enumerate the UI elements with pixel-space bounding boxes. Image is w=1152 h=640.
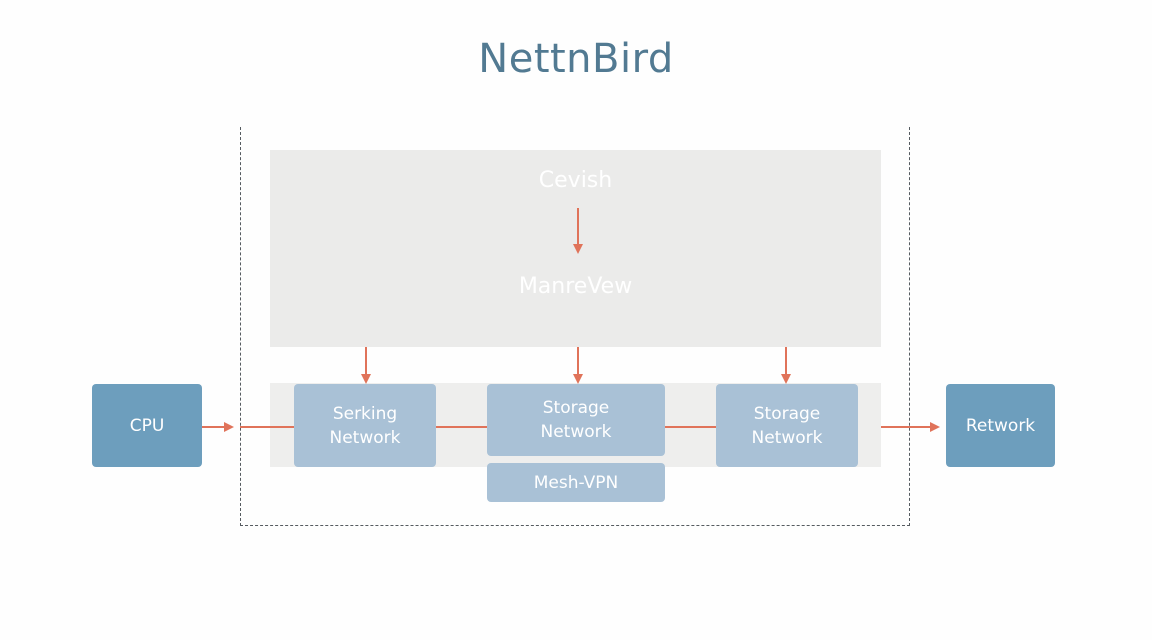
mesh-vpn-label: Mesh-VPN <box>533 472 619 493</box>
serking-network-line1: Serking <box>332 403 398 424</box>
storage-network-node-right: Storage Network <box>716 384 858 467</box>
storage-network-center-line2: Network <box>540 422 612 442</box>
diagram-title: NettnBird <box>478 36 674 82</box>
control-panel-top-label: Cevish <box>538 168 613 193</box>
serking-network-node: Serking Network <box>294 384 436 467</box>
serking-network-line2: Network <box>329 427 401 448</box>
cpu-node: CPU <box>92 384 202 467</box>
cpu-node-label: CPU <box>129 415 165 436</box>
storage-network-right-line1: Storage <box>753 403 821 424</box>
storage-network-center-line1: Storage <box>542 398 610 418</box>
storage-network-node-center: Storage Network <box>487 384 665 456</box>
retwork-node-label: Retwork <box>965 415 1036 436</box>
retwork-node: Retwork <box>946 384 1055 467</box>
control-panel-bottom-label: ManreVew <box>518 274 633 299</box>
mesh-vpn-node: Mesh-VPN <box>487 463 665 502</box>
system-boundary <box>240 127 910 526</box>
storage-network-right-line2: Network <box>751 427 823 448</box>
